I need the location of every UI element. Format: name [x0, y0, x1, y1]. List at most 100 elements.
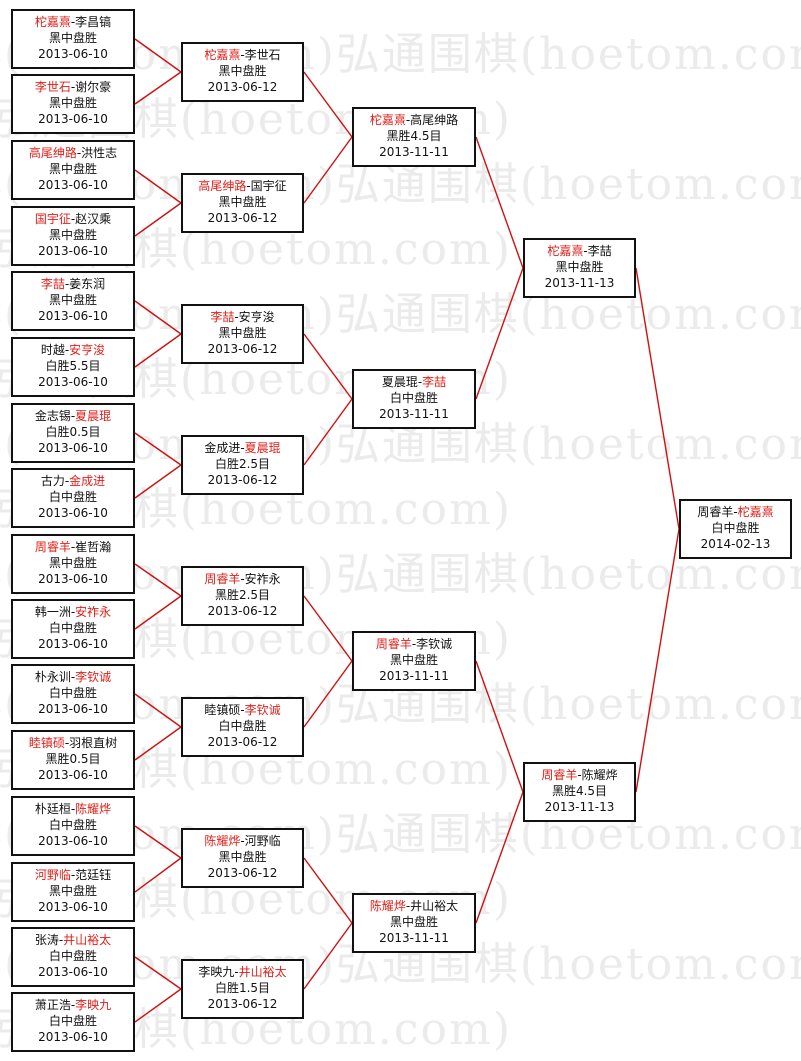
- white-player-name: 安亨浚: [69, 343, 106, 357]
- black-player-name: 柁嘉熹: [369, 113, 406, 127]
- connector-r1-13-to-r2-7: [134, 825, 182, 859]
- match-players: 柁嘉熹-李喆: [525, 243, 634, 259]
- match-result: 黑胜4.5目: [551, 784, 608, 798]
- black-player-name: 李喆: [210, 310, 235, 324]
- white-player-name: 金成进: [69, 474, 106, 488]
- white-player-name: 高尾绅路: [410, 113, 459, 127]
- connector-r2-8-to-r3-4: [303, 922, 353, 990]
- white-player-name: 井山裕太: [238, 965, 287, 979]
- black-player-name: 周睿羊: [697, 505, 734, 519]
- match-date: 2013-06-10: [38, 965, 108, 979]
- match-result: 白胜0.5目: [45, 425, 101, 439]
- connector-r3-2-to-r4-1: [475, 267, 524, 400]
- white-player-name: 陈耀烨: [75, 802, 112, 816]
- white-player-name: 安祚永: [75, 605, 112, 619]
- match-date: 2013-11-11: [379, 407, 449, 421]
- match-result: 白中盘胜: [48, 949, 97, 963]
- vs-separator: -: [70, 802, 76, 816]
- vs-separator: -: [733, 505, 738, 519]
- connector-r1-14-to-r2-7: [134, 857, 182, 893]
- match-players: 陈耀烨-河野临: [183, 833, 302, 849]
- white-player-name: 河野临: [244, 834, 281, 848]
- white-player-name: 洪性志: [81, 146, 118, 160]
- match-date: 2013-06-12: [207, 604, 278, 618]
- vs-separator: -: [240, 703, 245, 717]
- match-players: 李映九-井山裕太: [183, 964, 302, 980]
- white-player-name: 李世石: [244, 48, 281, 62]
- match-players: 时越-安亨浚: [13, 342, 133, 358]
- connector-r1-7-to-r2-4: [134, 432, 182, 466]
- connector-r1-12-to-r2-6: [134, 726, 182, 761]
- vs-separator: -: [70, 670, 76, 684]
- match-box-r2-8: 李映九-井山裕太白胜1.5目 2013-06-12: [181, 959, 304, 1019]
- black-player-name: 周睿羊: [34, 540, 71, 554]
- connector-r2-6-to-r3-3: [303, 660, 353, 728]
- connector-r2-4-to-r3-2: [303, 398, 353, 466]
- match-result: 黑中盘胜: [48, 162, 97, 176]
- match-result: 白胜5.5目: [45, 359, 101, 373]
- match-result: 白中盘胜: [48, 621, 97, 635]
- vs-separator: -: [583, 244, 588, 258]
- black-player-name: 李喆: [40, 277, 65, 291]
- black-player-name: 国宇征: [34, 212, 71, 226]
- connector-r3-1-to-r4-1: [475, 136, 524, 269]
- black-player-name: 睦镇硕: [204, 703, 241, 717]
- match-result: 黑中盘胜: [48, 556, 97, 570]
- match-players: 金成进-夏晨琨: [183, 440, 302, 456]
- white-player-name: 陈耀烨: [581, 768, 618, 782]
- match-result: 黑中盘胜: [48, 293, 97, 307]
- vs-separator: -: [405, 113, 411, 127]
- match-players: 李世石-谢尔豪: [13, 79, 133, 95]
- match-date: 2013-06-12: [207, 997, 278, 1011]
- black-player-name: 金成进: [204, 441, 241, 455]
- match-players: 陈耀烨-井山裕太: [354, 898, 474, 914]
- match-date: 2013-06-12: [207, 80, 278, 94]
- connector-r1-9-to-r2-5: [134, 563, 182, 597]
- vs-separator: -: [240, 441, 245, 455]
- white-player-name: 李钦诚: [75, 670, 112, 684]
- match-date: 2013-11-11: [379, 931, 449, 945]
- match-result: 黑中盘胜: [48, 228, 97, 242]
- connector-r2-7-to-r3-4: [303, 857, 353, 924]
- white-player-name: 李喆: [587, 244, 612, 258]
- match-date: 2013-06-10: [38, 572, 108, 586]
- match-result: 黑胜4.5目: [386, 129, 442, 143]
- match-date: 2013-06-10: [38, 112, 108, 126]
- match-players: 周睿羊-崔哲瀚: [13, 539, 133, 555]
- match-date: 2013-06-10: [38, 244, 108, 258]
- white-player-name: 井山裕太: [63, 933, 112, 947]
- white-player-name: 李映九: [75, 998, 112, 1012]
- match-players: 睦镇硕-李钦诚: [183, 702, 302, 718]
- black-player-name: 睦镇硕: [28, 736, 65, 750]
- match-date: 2013-06-10: [38, 637, 108, 651]
- match-date: 2013-06-10: [38, 47, 108, 61]
- black-player-name: 柁嘉熹: [204, 48, 241, 62]
- white-player-name: 国宇征: [250, 179, 287, 193]
- vs-separator: -: [240, 48, 245, 62]
- match-players: 周睿羊-安祚永: [183, 571, 302, 587]
- match-players: 夏晨琨-李喆: [354, 374, 474, 390]
- match-result: 白胜1.5目: [214, 981, 271, 995]
- black-player-name: 周睿羊: [541, 768, 578, 782]
- vs-separator: -: [70, 409, 76, 423]
- connector-r1-15-to-r2-8: [134, 956, 182, 990]
- match-players: 高尾绅路-洪性志: [13, 145, 133, 161]
- match-result: 白中盘胜: [48, 818, 97, 832]
- match-date: 2013-06-10: [38, 178, 108, 192]
- connector-r1-6-to-r2-3: [134, 333, 182, 368]
- black-player-name: 朴廷桓: [34, 802, 71, 816]
- match-result: 黑胜0.5目: [45, 752, 101, 766]
- match-result: 白中盘胜: [48, 490, 97, 504]
- vs-separator: -: [70, 540, 76, 554]
- black-player-name: 周睿羊: [204, 572, 241, 586]
